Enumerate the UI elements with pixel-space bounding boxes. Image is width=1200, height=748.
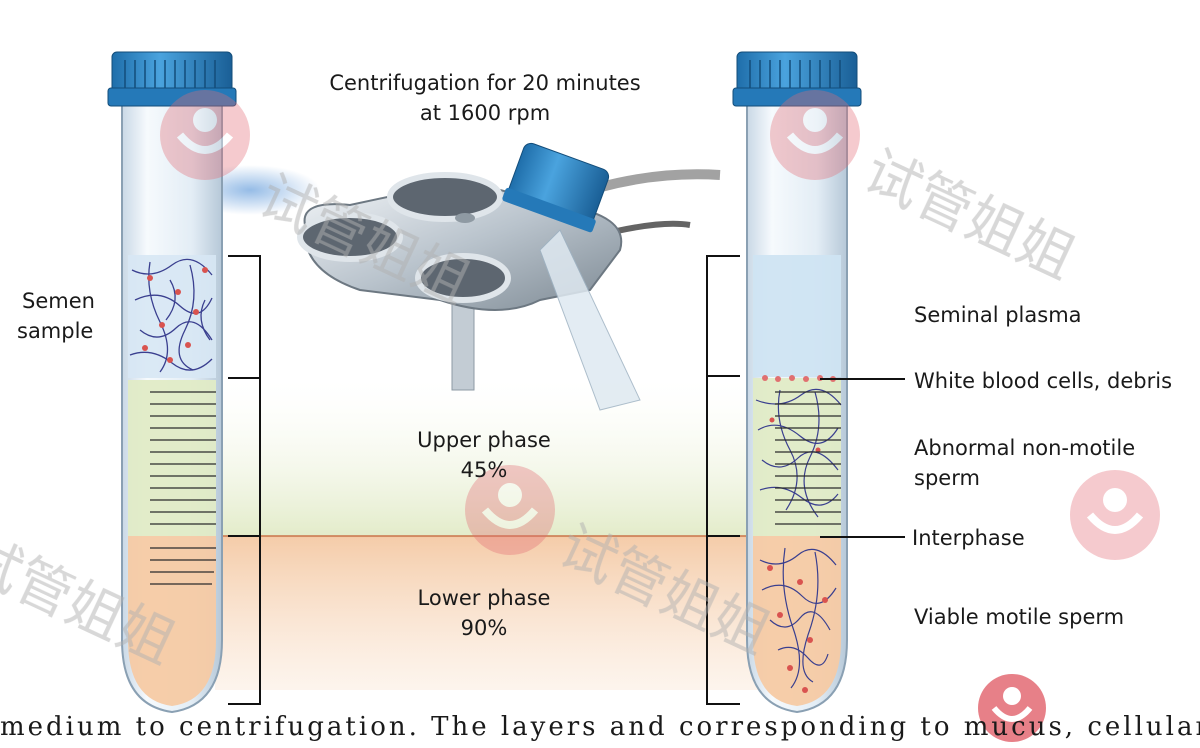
abnormal-sperm-label-line2: sperm: [914, 466, 980, 490]
lower-phase-label: Lower phase: [417, 586, 551, 610]
viable-sperm-label: Viable motile sperm: [914, 605, 1125, 629]
centrifuge-label-line1: Centrifugation for 20 minutes: [329, 71, 641, 95]
watermark-logo-1: [160, 90, 250, 180]
abnormal-sperm-label-line1: Abnormal non-motile: [914, 436, 1136, 460]
left-bracket: [228, 255, 261, 705]
lower-phase-band: [215, 536, 775, 690]
semen-sample-label-line2: sample: [17, 319, 94, 343]
lower-phase-percent: 90%: [460, 616, 508, 640]
left-tube: [107, 51, 237, 714]
centrifuge-label-line2: at 1600 rpm: [419, 101, 551, 125]
watermark-logo-3: [465, 465, 555, 555]
wbc-debris-label: White blood cells, debris: [914, 369, 1173, 393]
centrifuge-rotor-illustration: [180, 142, 721, 411]
right-tube: [732, 51, 862, 714]
watermark-text-2: 试管姐姐: [854, 139, 1084, 293]
semen-sample-label-line1: Semen: [22, 289, 95, 313]
watermark-logo-2: [770, 90, 860, 180]
right-sperm-upper: [755, 388, 842, 518]
upper-phase-label: Upper phase: [417, 428, 551, 452]
watermark-logo-5: [978, 674, 1046, 742]
footer-caption: medium to centrifugation. The layers and…: [0, 712, 1200, 742]
right-sperm-lower: [759, 547, 837, 689]
seminal-plasma-label: Seminal plasma: [914, 303, 1082, 327]
left-tube-cap: [111, 51, 233, 93]
right-bracket: [706, 255, 740, 705]
upper-phase-percent: 45%: [460, 458, 508, 482]
upper-phase-band: [215, 380, 775, 538]
interphase-label: Interphase: [912, 526, 1025, 550]
right-tube-cap: [736, 51, 858, 93]
watermark-logo-4: [1070, 470, 1160, 560]
